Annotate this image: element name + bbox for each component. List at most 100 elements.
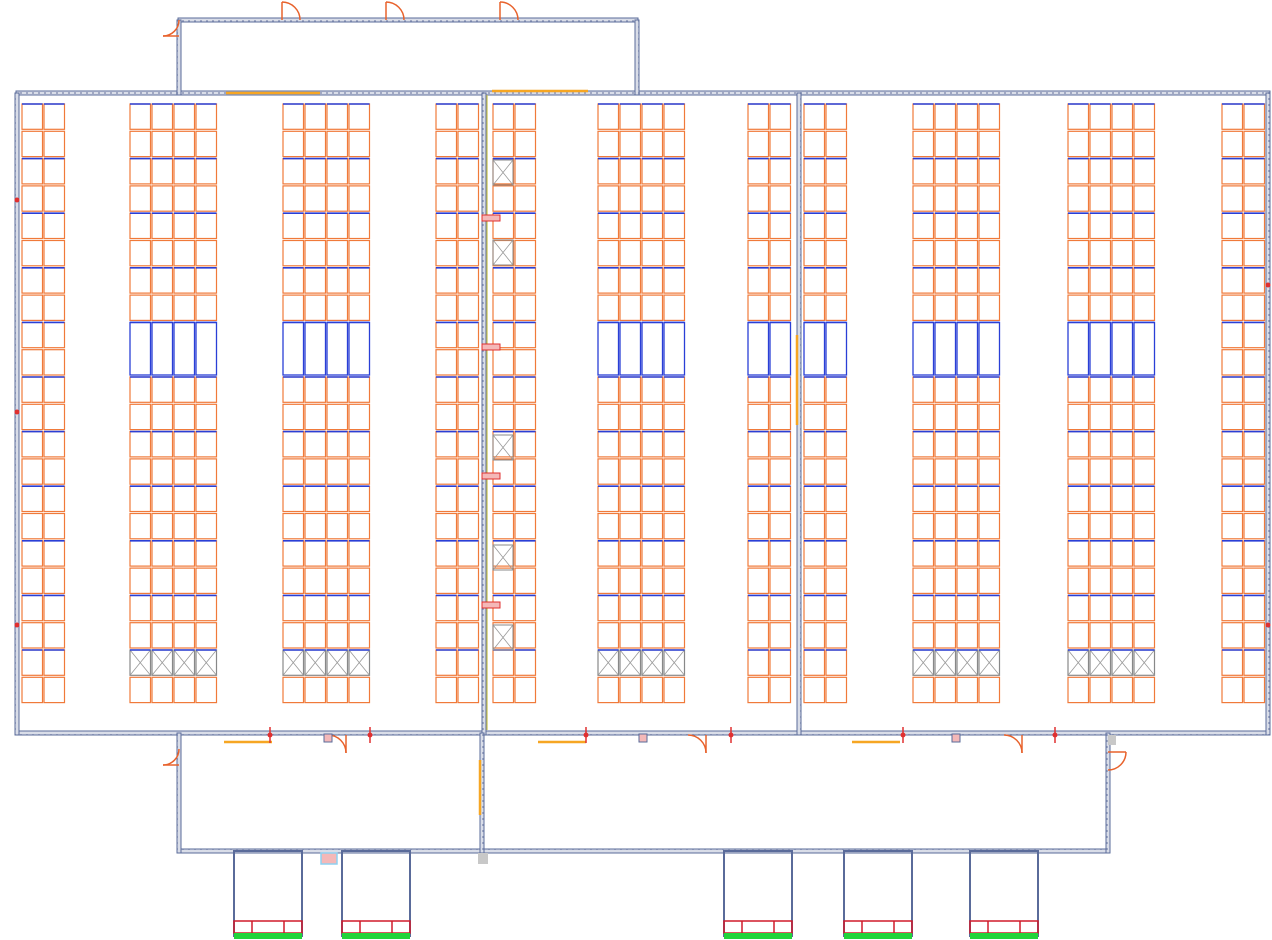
rack-cell [129,622,152,649]
rack-cell [978,267,1001,294]
rack-cell [663,376,686,403]
rack-cell [619,130,642,158]
rack-cell-x [492,239,514,266]
rack-cell [304,512,327,540]
rack-cell [1067,512,1090,540]
rack-cell [282,622,305,649]
rack-cell [912,185,935,212]
rack-cell [151,158,174,185]
door-annex-north-2 [385,1,405,21]
rack-cell [597,567,620,594]
rack-cell [173,376,196,403]
rack-cell [326,622,349,649]
partition-opening [481,343,501,351]
rack-cell [43,239,66,267]
rack-cell [769,130,792,158]
rack-cell [129,212,152,240]
rack-cell [747,103,770,130]
rack-cell [1067,485,1090,513]
dock-bumper [234,933,302,939]
rack-cell [1089,676,1112,704]
rack-cell [514,649,537,676]
rack-cell [129,676,152,704]
rack-bay-blue [326,321,349,376]
rack-cell [769,158,792,185]
rack-cell [21,540,44,567]
rack-cell [978,485,1001,513]
rack-cell [803,103,826,130]
rack-cell [803,512,826,540]
rack-cell [151,567,174,594]
rack-cell [1243,594,1266,622]
rack-cell [619,403,642,431]
rack-cell [641,594,664,622]
rack-cell [663,458,686,485]
dock-bumper [970,933,1038,939]
rack-cell-x [492,434,514,461]
door-swing [281,1,301,21]
rack-cell [514,239,537,267]
rack-cell [492,267,515,294]
rack-cell [1133,185,1156,212]
rack-cell [956,676,979,704]
rack-cell [641,485,664,513]
rack-cell [195,622,218,649]
rack-cell [129,512,152,540]
rack-cell [769,567,792,594]
rack-cell [1221,540,1244,567]
rack-cell [1221,594,1244,622]
rack-cell [282,594,305,622]
rack-cell-x [492,544,514,571]
rack-cell [978,212,1001,240]
fire-exit-marker-dot [900,732,906,738]
rack-cell [956,431,979,458]
rack-cell-x [173,649,195,676]
rack-cell [956,567,979,594]
rack-cell [769,649,792,676]
rack-cell-x [912,649,934,676]
rack-bay-blue [597,321,620,376]
rack-bay-blue [619,321,642,376]
dock-bumper [342,933,410,939]
rack-cell [457,649,480,676]
rack-cell [129,103,152,130]
rack-cell [326,540,349,567]
rack-cell [43,321,66,349]
rack-bay-blue [348,321,371,376]
rack-cell [21,567,44,594]
rack-cell [129,294,152,322]
rack-cell [597,458,620,485]
rack-cell [956,512,979,540]
rack-cell [129,239,152,267]
rack-cell [514,294,537,322]
rack-cell [514,267,537,294]
rack-cell [803,267,826,294]
rack-cell [457,512,480,540]
rack-cell [825,567,848,594]
rack-cell [825,622,848,649]
rack-cell [457,294,480,322]
rack-cell [173,267,196,294]
rack-cell [457,485,480,513]
rack-cell-x [282,649,304,676]
rack-cell [663,212,686,240]
rack-bay-blue [825,321,848,376]
door-annex-north-3 [499,1,519,21]
rack-cell [1067,267,1090,294]
utility-box [1108,735,1116,745]
rack-cell [1067,130,1090,158]
rack-cell [1067,103,1090,130]
rack-cell [978,103,1001,130]
rack-cell [173,185,196,212]
rack-cell [435,594,458,622]
east-wall [1265,92,1271,736]
north-wall [15,90,1271,96]
rack-cell [663,294,686,322]
rack-cell [43,158,66,185]
rack-cell [173,130,196,158]
rack-cell [803,403,826,431]
rack-cell-x [151,649,173,676]
rack-cell [956,239,979,267]
rack-cell [978,294,1001,322]
rack-cell [21,103,44,130]
